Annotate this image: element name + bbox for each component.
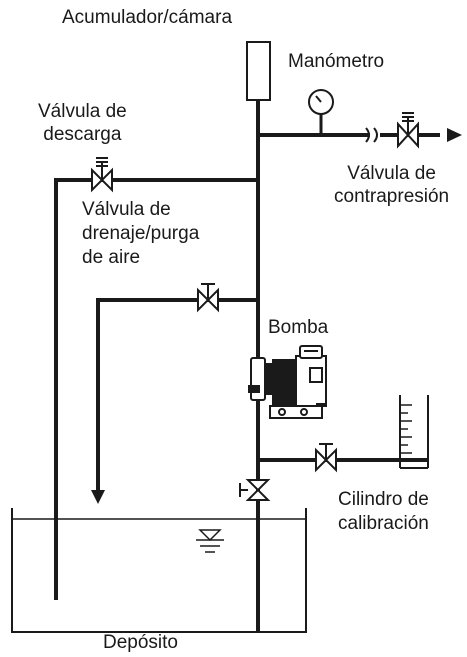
pipe-break bbox=[365, 127, 378, 143]
tank-label: Depósito bbox=[103, 632, 178, 653]
discharge-valve-label: Válvula de descarga bbox=[38, 100, 127, 146]
calibration-valve-icon bbox=[315, 443, 337, 473]
backpressure-valve-label: Válvula de contrapresión bbox=[334, 162, 449, 208]
discharge-valve-label-line-1: Válvula de bbox=[38, 101, 127, 122]
drain-valve-icon bbox=[197, 283, 219, 313]
drain-valve-label-line-2: drenaje/purga bbox=[82, 223, 200, 244]
manometer bbox=[308, 89, 334, 135]
backpressure-valve-icon bbox=[397, 112, 419, 149]
calibration-cylinder-label-line-2: calibración bbox=[338, 513, 429, 534]
accumulator bbox=[246, 41, 271, 101]
drain-valve-label-line-3: de aire bbox=[82, 247, 141, 268]
calibration-cylinder-label: Cilindro de calibración bbox=[338, 488, 429, 536]
drain-arrow-icon bbox=[91, 490, 105, 504]
tank bbox=[11, 508, 307, 633]
discharge-valve-label-line-2: descarga bbox=[43, 124, 122, 145]
backpressure-valve-label-line-2: contrapresión bbox=[334, 186, 450, 207]
manometer-label: Manómetro bbox=[288, 51, 385, 72]
pump-label: Bomba bbox=[268, 317, 329, 338]
backpressure-valve-label-line-1: Válvula de bbox=[347, 163, 436, 184]
accumulator-label: Acumulador/cámara bbox=[62, 7, 233, 28]
drain-valve-label-line-1: Válvula de bbox=[82, 199, 171, 220]
suction-valve-icon bbox=[239, 479, 271, 501]
drain-valve-label: Válvula de drenaje/purga de aire bbox=[82, 198, 199, 270]
calibration-cylinder bbox=[399, 395, 429, 469]
discharge-valve-icon bbox=[91, 157, 113, 193]
pump-icon bbox=[248, 345, 327, 419]
liquid-level-icon bbox=[196, 529, 224, 553]
flow-arrow-icon bbox=[428, 128, 462, 142]
calibration-cylinder-label-line-1: Cilindro de bbox=[338, 489, 429, 510]
